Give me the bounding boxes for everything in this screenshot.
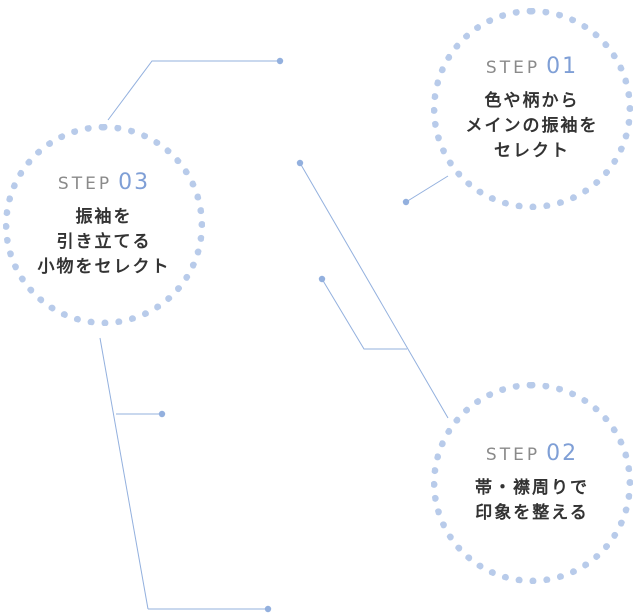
step-03-line: 振袖を xyxy=(75,207,133,227)
step-02-word: STEP xyxy=(485,444,541,465)
step-02-number: 02 xyxy=(546,440,579,466)
step-03-word: STEP xyxy=(57,174,113,194)
connector-dot xyxy=(402,198,410,206)
connector-step02-diagonal xyxy=(299,162,449,419)
step-03-line: 小物をセレクト xyxy=(37,257,171,277)
connector-dot xyxy=(318,275,326,283)
connector-step03-top xyxy=(107,60,280,121)
connector-dot xyxy=(264,605,272,613)
connector-step02-bracket xyxy=(321,278,407,350)
connector-step03-bottom xyxy=(99,337,149,610)
step-01-line: セレクト xyxy=(494,141,570,161)
step-02-line: 帯・襟周りで xyxy=(475,477,589,498)
connector-dot xyxy=(276,57,284,65)
step-01-line: 色や柄から xyxy=(484,91,580,111)
step-01-description: 色や柄から メインの振袖を セレクト xyxy=(466,89,599,164)
step-03-number: 03 xyxy=(118,170,151,195)
step-03-line: 引き立てる xyxy=(56,232,152,252)
step-01-word: STEP xyxy=(485,58,541,78)
connector-dot xyxy=(296,159,304,167)
connector-step01 xyxy=(405,175,449,203)
connector-dot xyxy=(158,410,166,418)
step-02-description: 帯・襟周りで 印象を整える xyxy=(475,476,589,526)
step-01-number: 01 xyxy=(546,54,579,79)
step-01-line: メインの振袖を xyxy=(465,116,599,136)
step-02-line: 印象を整える xyxy=(475,502,589,523)
step-03-description: 振袖を 引き立てる 小物をセレクト xyxy=(38,205,171,280)
